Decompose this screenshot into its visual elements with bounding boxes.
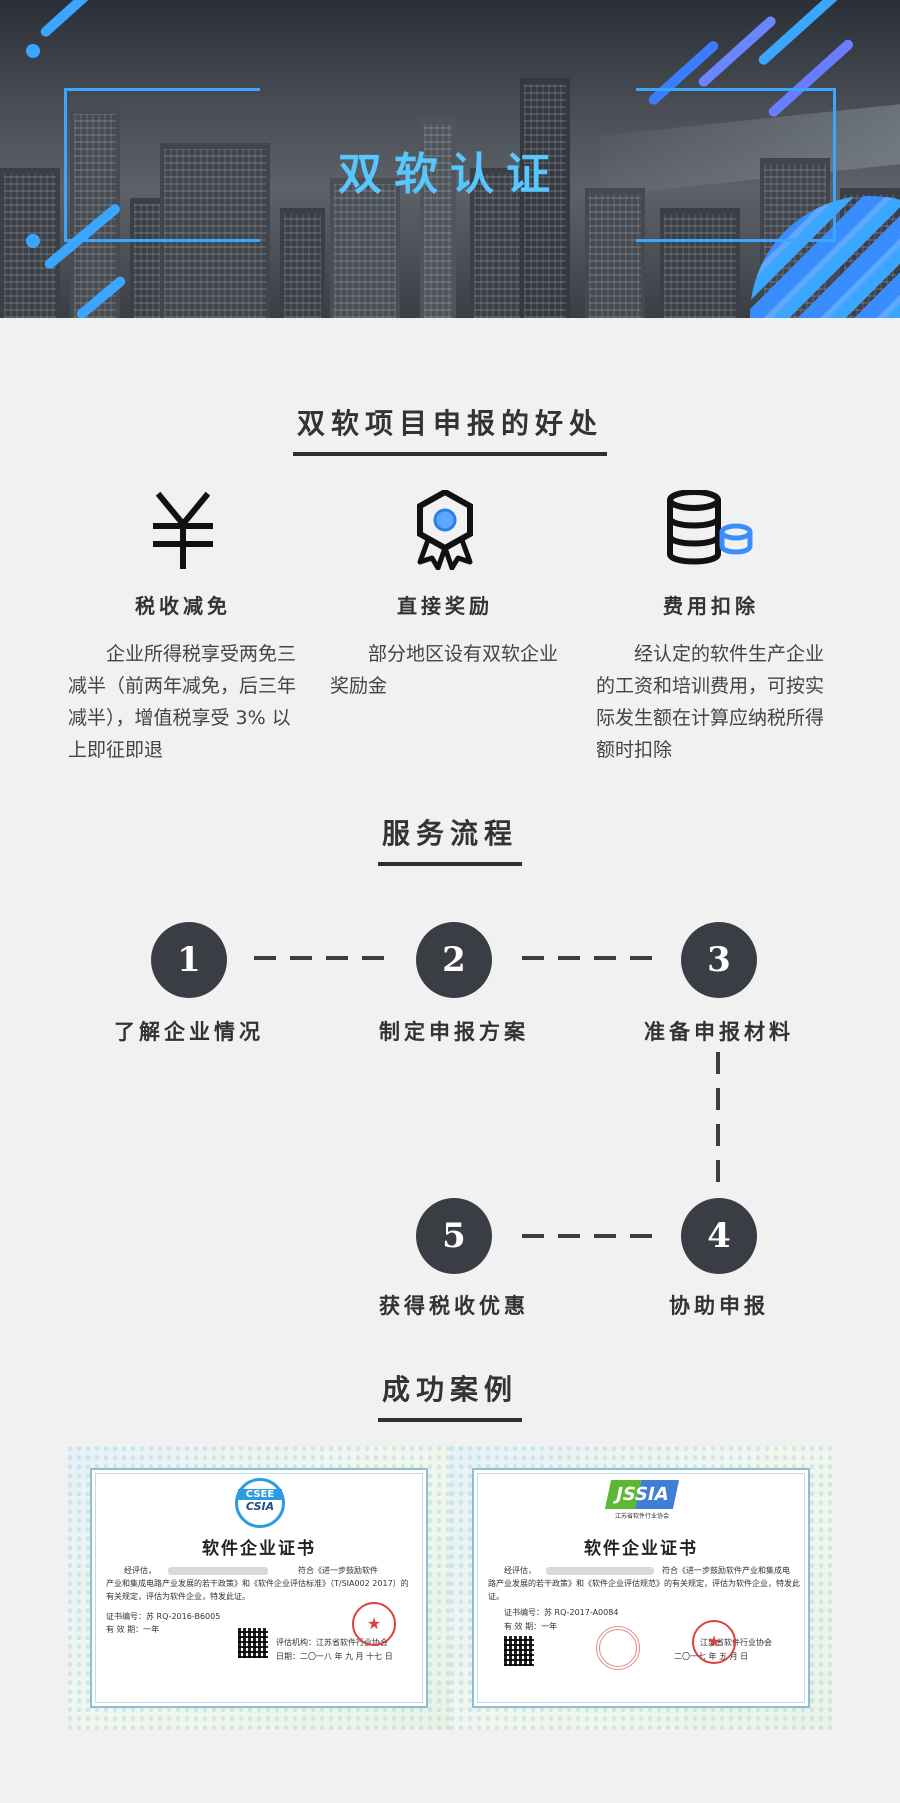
pink-seal-stamp: [596, 1626, 640, 1670]
cert-text: 产业和集成电路产业发展的若干政策》和《软件企业评估标准》（T/SIA002 20…: [106, 1579, 409, 1588]
step-number: 3: [681, 922, 757, 998]
redacted-name: [168, 1567, 268, 1575]
hero-stripe: [38, 0, 98, 39]
step-number: 4: [681, 1198, 757, 1274]
step-label: 获得税收优惠: [379, 1294, 529, 1318]
hero-building: [660, 208, 740, 318]
database-coins-icon: [596, 489, 826, 570]
hero-banner: 双软认证: [0, 0, 900, 318]
csee-logo: CSEE CSIA: [235, 1478, 285, 1528]
jssia-logo: JSSIA 江苏省软件行业协会: [592, 1480, 692, 1526]
hero-dot: [26, 234, 40, 248]
hero-building: [420, 118, 456, 318]
step-label: 制定申报方案: [379, 1020, 529, 1044]
benefits-heading-text: 双软项目申报的好处: [292, 402, 607, 456]
cert-no: 苏 RQ-2017-A0084: [544, 1608, 619, 1617]
benefit-desc: 部分地区设有双软企业奖励金: [330, 643, 559, 697]
certificates-image: CSEE CSIA 软件企业证书 经评估， 符合《进一步鼓励软件 产业和集成电路…: [68, 1446, 832, 1730]
red-seal-stamp: ★: [692, 1620, 736, 1664]
cert-org: 江苏省软件行业协会: [316, 1638, 388, 1647]
award-badge-icon: [330, 488, 560, 571]
step-number: 1: [151, 922, 227, 998]
step-label: 准备申报材料: [644, 1020, 794, 1044]
cert-text: 经评估，: [124, 1566, 156, 1575]
process-heading-text: 服务流程: [377, 812, 522, 866]
hero-building: [520, 78, 570, 318]
jssia-logo-text: JSSIA: [604, 1480, 680, 1509]
benefits-heading: 双软项目申报的好处: [0, 402, 900, 456]
certificate-body: CSEE CSIA 软件企业证书 经评估， 符合《进一步鼓励软件 产业和集成电路…: [90, 1468, 428, 1708]
flow-connector: [716, 1052, 720, 1186]
hero-title: 双软认证: [338, 149, 562, 200]
hero-dot: [26, 44, 40, 58]
cert-no-label: 证书编号：: [504, 1608, 544, 1617]
cert-text: 路产业发展的若干政策》和《软件企业评估规范》的有关规定，评估为软件企业，特发此证…: [488, 1579, 800, 1601]
cert-valid-label: 有 效 期：: [504, 1622, 542, 1631]
cert-no: 苏 RQ-2016-B6005: [146, 1612, 221, 1621]
cert-org: 江苏省软件行业协会: [700, 1638, 772, 1647]
benefit-desc: 企业所得税享受两免三减半（前两年减免，后三年减半），增值税享受 3% 以上即征即…: [68, 643, 297, 761]
hero-building: [330, 178, 400, 318]
cases-heading: 成功案例: [0, 1368, 900, 1422]
benefit-title: 直接奖励: [397, 594, 493, 618]
step-label: 协助申报: [669, 1294, 769, 1318]
cert-text: 符合《进一步鼓励软件产业和集成电: [662, 1566, 790, 1575]
redacted-name: [546, 1567, 654, 1575]
cert-date-label: 日期：: [276, 1652, 300, 1661]
step-number: 2: [416, 922, 492, 998]
csia-logo-text: CSIA: [245, 1500, 275, 1513]
benefit-desc: 经认定的软件生产企业的工资和培训费用，可按实际发生额在计算应纳税所得额时扣除: [596, 643, 825, 761]
cert-valid-label: 有 效 期：: [106, 1625, 144, 1634]
yen-icon: [68, 490, 298, 570]
hero-building: [280, 208, 325, 318]
flow-connector: [254, 956, 390, 960]
csee-logo-text: CSEE: [238, 1489, 282, 1500]
jssia-logo-sub: 江苏省软件行业协会: [614, 1513, 669, 1520]
step-number: 5: [416, 1198, 492, 1274]
certificate-title: 软件企业证书: [584, 1539, 698, 1559]
flow-connector: [522, 956, 658, 960]
process-heading: 服务流程: [0, 812, 900, 866]
cert-text: 有关规定，评估为软件企业，特发此证。: [106, 1592, 250, 1601]
certificate: JSSIA 江苏省软件行业协会 软件企业证书 经评估， 符合《进一步鼓励软件产业…: [450, 1446, 832, 1730]
certificate: CSEE CSIA 软件企业证书 经评估， 符合《进一步鼓励软件 产业和集成电路…: [68, 1446, 450, 1730]
hero-frame-left: [64, 88, 260, 242]
certificate-title: 软件企业证书: [202, 1539, 316, 1559]
cert-text: 经评估，: [504, 1566, 536, 1575]
qr-code: [504, 1636, 534, 1666]
cert-date: 二〇一七 年 五 月 日: [674, 1652, 749, 1661]
certificate-body: JSSIA 江苏省软件行业协会 软件企业证书 经评估， 符合《进一步鼓励软件产业…: [472, 1468, 810, 1708]
cert-date: 二〇一八 年 九 月 十七 日: [300, 1652, 393, 1661]
cert-valid: 一年: [143, 1625, 160, 1634]
cert-no-label: 证书编号：: [106, 1612, 146, 1621]
hero-building: [585, 188, 645, 318]
cert-text: 符合《进一步鼓励软件: [298, 1566, 378, 1575]
cert-valid: 一年: [541, 1622, 558, 1631]
benefit-title: 税收减免: [135, 594, 231, 618]
flow-connector: [522, 1234, 658, 1238]
red-seal-stamp: ★: [352, 1602, 396, 1646]
cert-org-label: 评估机构：: [276, 1638, 316, 1647]
benefit-title: 费用扣除: [663, 594, 759, 618]
hero-frame-right: [636, 88, 836, 242]
step-label: 了解企业情况: [114, 1020, 264, 1044]
hero-building: [160, 143, 270, 318]
cases-heading-text: 成功案例: [377, 1368, 522, 1422]
qr-code: [238, 1628, 268, 1658]
